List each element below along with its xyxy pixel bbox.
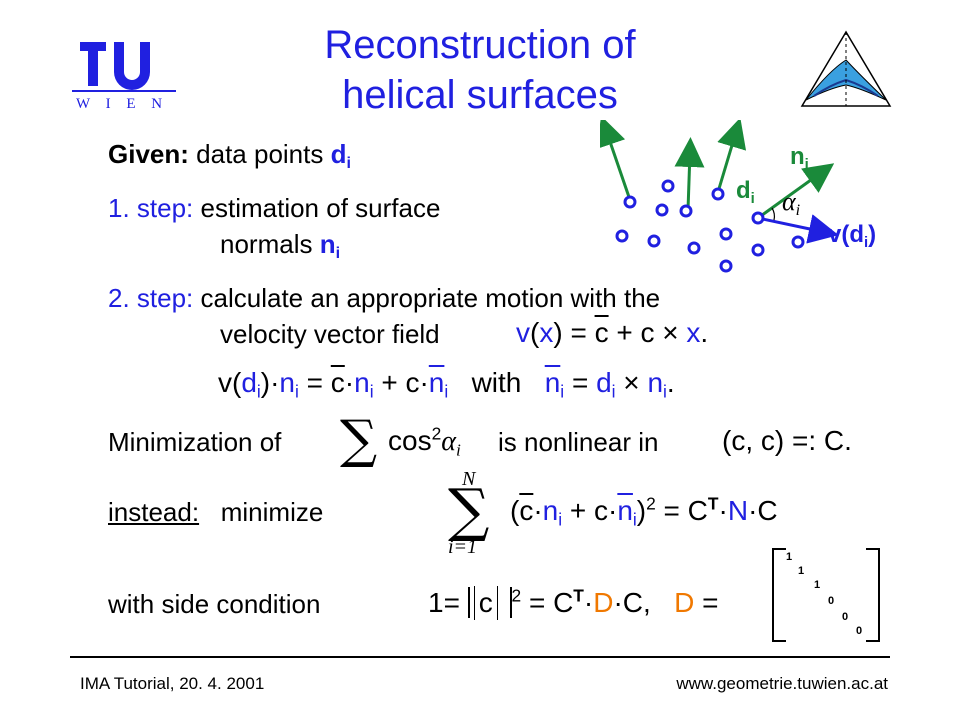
given-line: Given: data points di (108, 138, 351, 173)
instead-line: instead: minimize (108, 496, 323, 528)
matrix-one-1: 1 (786, 551, 793, 563)
minimization-prefix: Minimization of (108, 427, 282, 457)
tu-logo-sub: W I E N (76, 96, 169, 112)
instead-sum: ∑ (448, 476, 490, 544)
velocity-field-equation: v(x) = c + c × x. (516, 317, 709, 348)
side-condition-text: with side condition (108, 589, 321, 619)
footer-left: IMA Tutorial, 20. 4. 2001 (80, 674, 265, 693)
instead-label: instead: (108, 497, 200, 527)
main-equation: v(di)·ni = c·ni + c·ni with ni = di × ni… (218, 367, 675, 402)
minimization-pair: (c, c) =: C. (722, 425, 852, 456)
step1-symbol: n (319, 229, 336, 259)
step1-text2: normals (220, 229, 320, 259)
title-line-2: helical surfaces (342, 73, 618, 117)
step1-text1: estimation of surface (200, 193, 441, 223)
tu-logo-icon (72, 42, 176, 92)
instead-sum-lower: i=1 (448, 536, 478, 558)
page-title: Reconstruction of helical surfaces (0, 20, 960, 120)
diagram-alpha-label: αi (782, 187, 801, 220)
instead-sum-upper: N (462, 468, 476, 490)
matrix-one-2: 1 (798, 565, 805, 577)
step1-label: 1. step: (108, 193, 194, 223)
step2-line1: 2. step: calculate an appropriate motion… (108, 282, 660, 314)
given-symbol: d (330, 139, 347, 169)
geometry-corner-icon (800, 30, 892, 110)
step2-label: 2. step: (108, 283, 194, 313)
instead-equation: (c·ni + c·ni)2 = CT·N·C (510, 493, 778, 530)
given-label: Given: (108, 139, 189, 169)
instead-text: minimize (220, 497, 324, 527)
normals-diagram: ni di αi v(di) (596, 115, 930, 280)
normal-arrows (596, 115, 835, 220)
given-sub: i (346, 154, 351, 173)
tu-wien-logo: W I E N (70, 38, 180, 118)
side-condition-equation: 1= c 2 = CT·D·C, D = (428, 585, 719, 620)
data-points (615, 179, 805, 273)
step2-text1: calculate an appropriate motion with the (200, 283, 661, 313)
footer-rule (70, 656, 890, 658)
minimization-cos: cos2αi (388, 423, 461, 460)
diagram-d-label: di (736, 177, 755, 207)
matrix-zero-3: 0 (856, 625, 863, 637)
step2-text2: velocity vector field (220, 319, 440, 349)
diagram-n-label: ni (790, 143, 809, 173)
matrix-zero-2: 0 (842, 611, 849, 623)
diagram-v-label: v(di) (828, 221, 877, 251)
step2-line2: velocity vector field (220, 318, 440, 350)
title-line-1: Reconstruction of (324, 23, 636, 67)
minimization-sum: ∑ (340, 410, 378, 470)
matrix-one-3: 1 (814, 579, 821, 591)
step1-sub: i (335, 244, 341, 263)
step1-line1: 1. step: estimation of surface (108, 192, 440, 224)
minimization-middle: is nonlinear in (498, 427, 659, 457)
footer-right: www.geometrie.tuwien.ac.at (676, 674, 888, 693)
matrix-left-bracket (772, 548, 786, 642)
matrix-right-bracket (866, 548, 880, 642)
given-text: data points (196, 139, 331, 169)
step1-line2: normals ni (220, 228, 341, 263)
matrix-zero-1: 0 (828, 595, 835, 607)
